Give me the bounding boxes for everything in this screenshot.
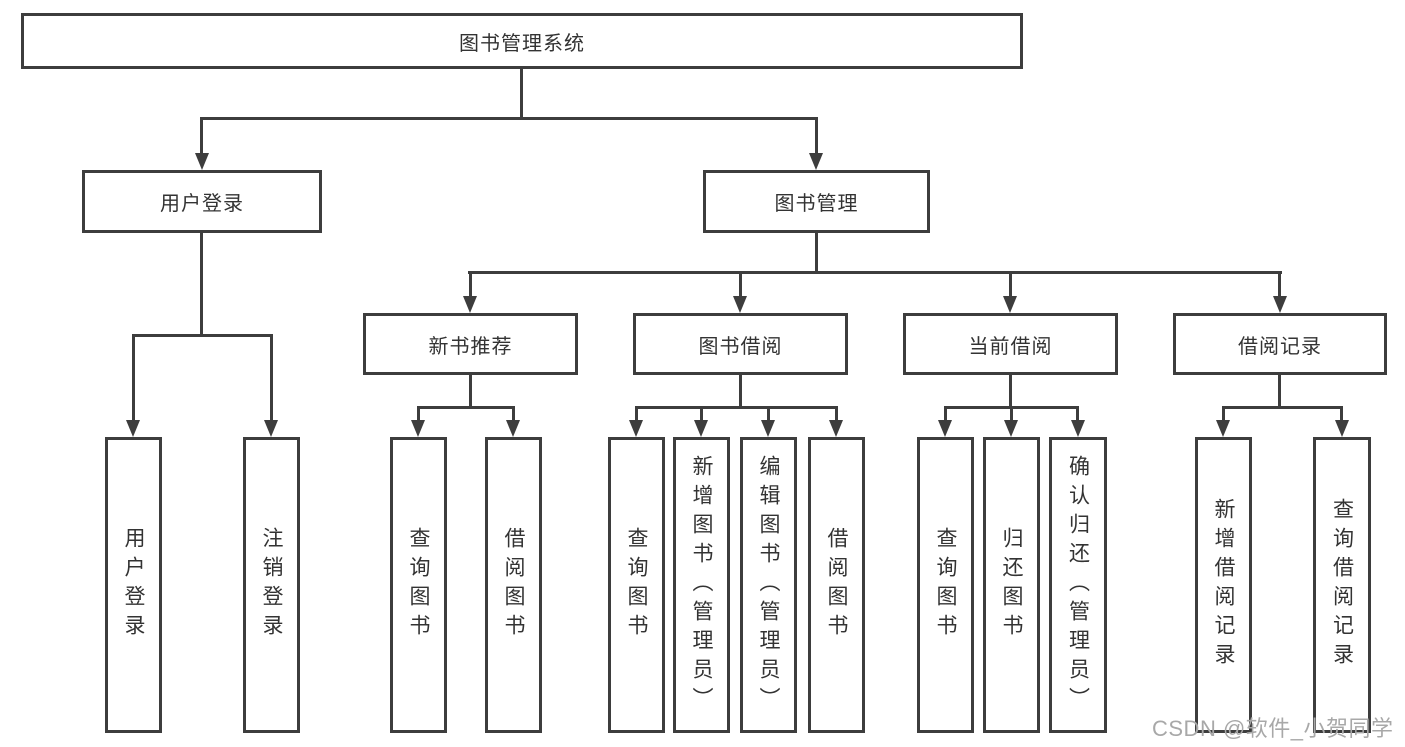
node-book-borrowing: 图书借阅: [633, 313, 848, 375]
arrow-down-icon: [629, 420, 643, 437]
leaf-label: 借阅图书: [502, 527, 525, 643]
node-book-management-label: 图书管理: [774, 193, 859, 215]
connector-vline: [767, 406, 770, 421]
connector-vline: [815, 233, 818, 272]
connector-vline: [132, 334, 135, 421]
leaf-label: 新增借阅记录: [1212, 498, 1235, 672]
connector-vline: [1010, 406, 1013, 421]
leaf-label: 用户登录: [122, 527, 145, 643]
arrow-down-icon: [411, 420, 425, 437]
node-borrow-books-borrowing: 借阅图书: [808, 437, 865, 733]
connector-hline: [200, 117, 818, 120]
node-new-book-recommend-label: 新书推荐: [428, 335, 513, 358]
connector-vline: [520, 69, 523, 118]
connector-vline: [270, 334, 273, 421]
leaf-label: 归还图书: [1000, 527, 1023, 643]
connector-vline: [469, 375, 472, 408]
connector-vline: [739, 375, 742, 408]
leaf-label: 编辑图书（管理员）: [757, 454, 780, 716]
node-current-borrowing: 当前借阅: [903, 313, 1118, 375]
connector-vline: [1009, 375, 1012, 408]
connector-hline: [1222, 406, 1343, 409]
connector-hline: [635, 406, 838, 409]
connector-hline: [132, 334, 273, 337]
connector-vline: [815, 117, 818, 153]
connector-vline: [200, 233, 203, 335]
node-add-books-admin: 新增图书（管理员）: [673, 437, 730, 733]
arrow-down-icon: [506, 420, 520, 437]
node-borrowing-records-label: 借阅记录: [1238, 335, 1322, 358]
node-user-login: 用户登录: [82, 170, 322, 233]
connector-vline: [200, 117, 203, 153]
connector-vline: [512, 406, 515, 421]
connector-vline: [1009, 271, 1012, 296]
node-root-label: 图书管理系统: [459, 32, 585, 55]
node-query-books-borrowing: 查询图书: [608, 437, 665, 733]
arrow-down-icon: [1003, 296, 1017, 313]
arrow-down-icon: [195, 153, 209, 170]
arrow-down-icon: [809, 153, 823, 170]
arrow-down-icon: [761, 420, 775, 437]
arrow-down-icon: [1216, 420, 1230, 437]
node-book-management: 图书管理: [703, 170, 930, 233]
arrow-down-icon: [733, 296, 747, 313]
connector-vline: [835, 406, 838, 421]
connector-vline: [1076, 406, 1079, 421]
node-logout-login: 注销登录: [243, 437, 300, 733]
arrow-down-icon: [694, 420, 708, 437]
connector-vline: [417, 406, 420, 421]
arrow-down-icon: [463, 296, 477, 313]
node-query-books-current: 查询图书: [917, 437, 974, 733]
node-root: 图书管理系统: [21, 13, 1023, 69]
arrow-down-icon: [1004, 420, 1018, 437]
connector-vline: [635, 406, 638, 421]
arrow-down-icon: [829, 420, 843, 437]
arrow-down-icon: [1335, 420, 1349, 437]
arrow-down-icon: [938, 420, 952, 437]
leaf-label: 确认归还（管理员）: [1066, 454, 1090, 716]
node-confirm-return-admin: 确认归还（管理员）: [1049, 437, 1107, 733]
connector-vline: [1340, 406, 1343, 421]
connector-hline: [468, 271, 1282, 274]
node-user-login-label: 用户登录: [160, 193, 244, 215]
connector-vline: [1278, 271, 1281, 296]
leaf-label: 注销登录: [260, 527, 283, 643]
csdn-watermark: CSDN @软件_小贺同学: [1152, 716, 1394, 741]
connector-vline: [739, 271, 742, 296]
leaf-label: 查询图书: [625, 527, 648, 643]
node-return-books: 归还图书: [983, 437, 1040, 733]
node-book-borrowing-label: 图书借阅: [698, 335, 783, 358]
connector-vline: [1222, 406, 1225, 421]
node-borrowing-records: 借阅记录: [1173, 313, 1387, 375]
leaf-label: 查询图书: [934, 527, 957, 643]
arrow-down-icon: [126, 420, 140, 437]
node-user-login-leaf: 用户登录: [105, 437, 162, 733]
leaf-label: 查询借阅记录: [1330, 498, 1354, 672]
node-edit-books-admin: 编辑图书（管理员）: [740, 437, 797, 733]
connector-vline: [469, 271, 472, 296]
node-query-books-recommend: 查询图书: [390, 437, 447, 733]
node-borrow-books-recommend: 借阅图书: [485, 437, 542, 733]
connector-vline: [1278, 375, 1281, 408]
node-current-borrowing-label: 当前借阅: [968, 335, 1053, 358]
node-add-borrow-record: 新增借阅记录: [1195, 437, 1252, 733]
leaf-label: 借阅图书: [825, 527, 848, 643]
leaf-label: 新增图书（管理员）: [690, 454, 713, 716]
connector-hline: [417, 406, 515, 409]
arrow-down-icon: [264, 420, 278, 437]
arrow-down-icon: [1071, 420, 1085, 437]
node-new-book-recommend: 新书推荐: [363, 313, 578, 375]
arrow-down-icon: [1273, 296, 1287, 313]
leaf-label: 查询图书: [407, 527, 430, 643]
node-query-borrow-record: 查询借阅记录: [1313, 437, 1371, 733]
connector-vline: [700, 406, 703, 421]
connector-vline: [944, 406, 947, 421]
